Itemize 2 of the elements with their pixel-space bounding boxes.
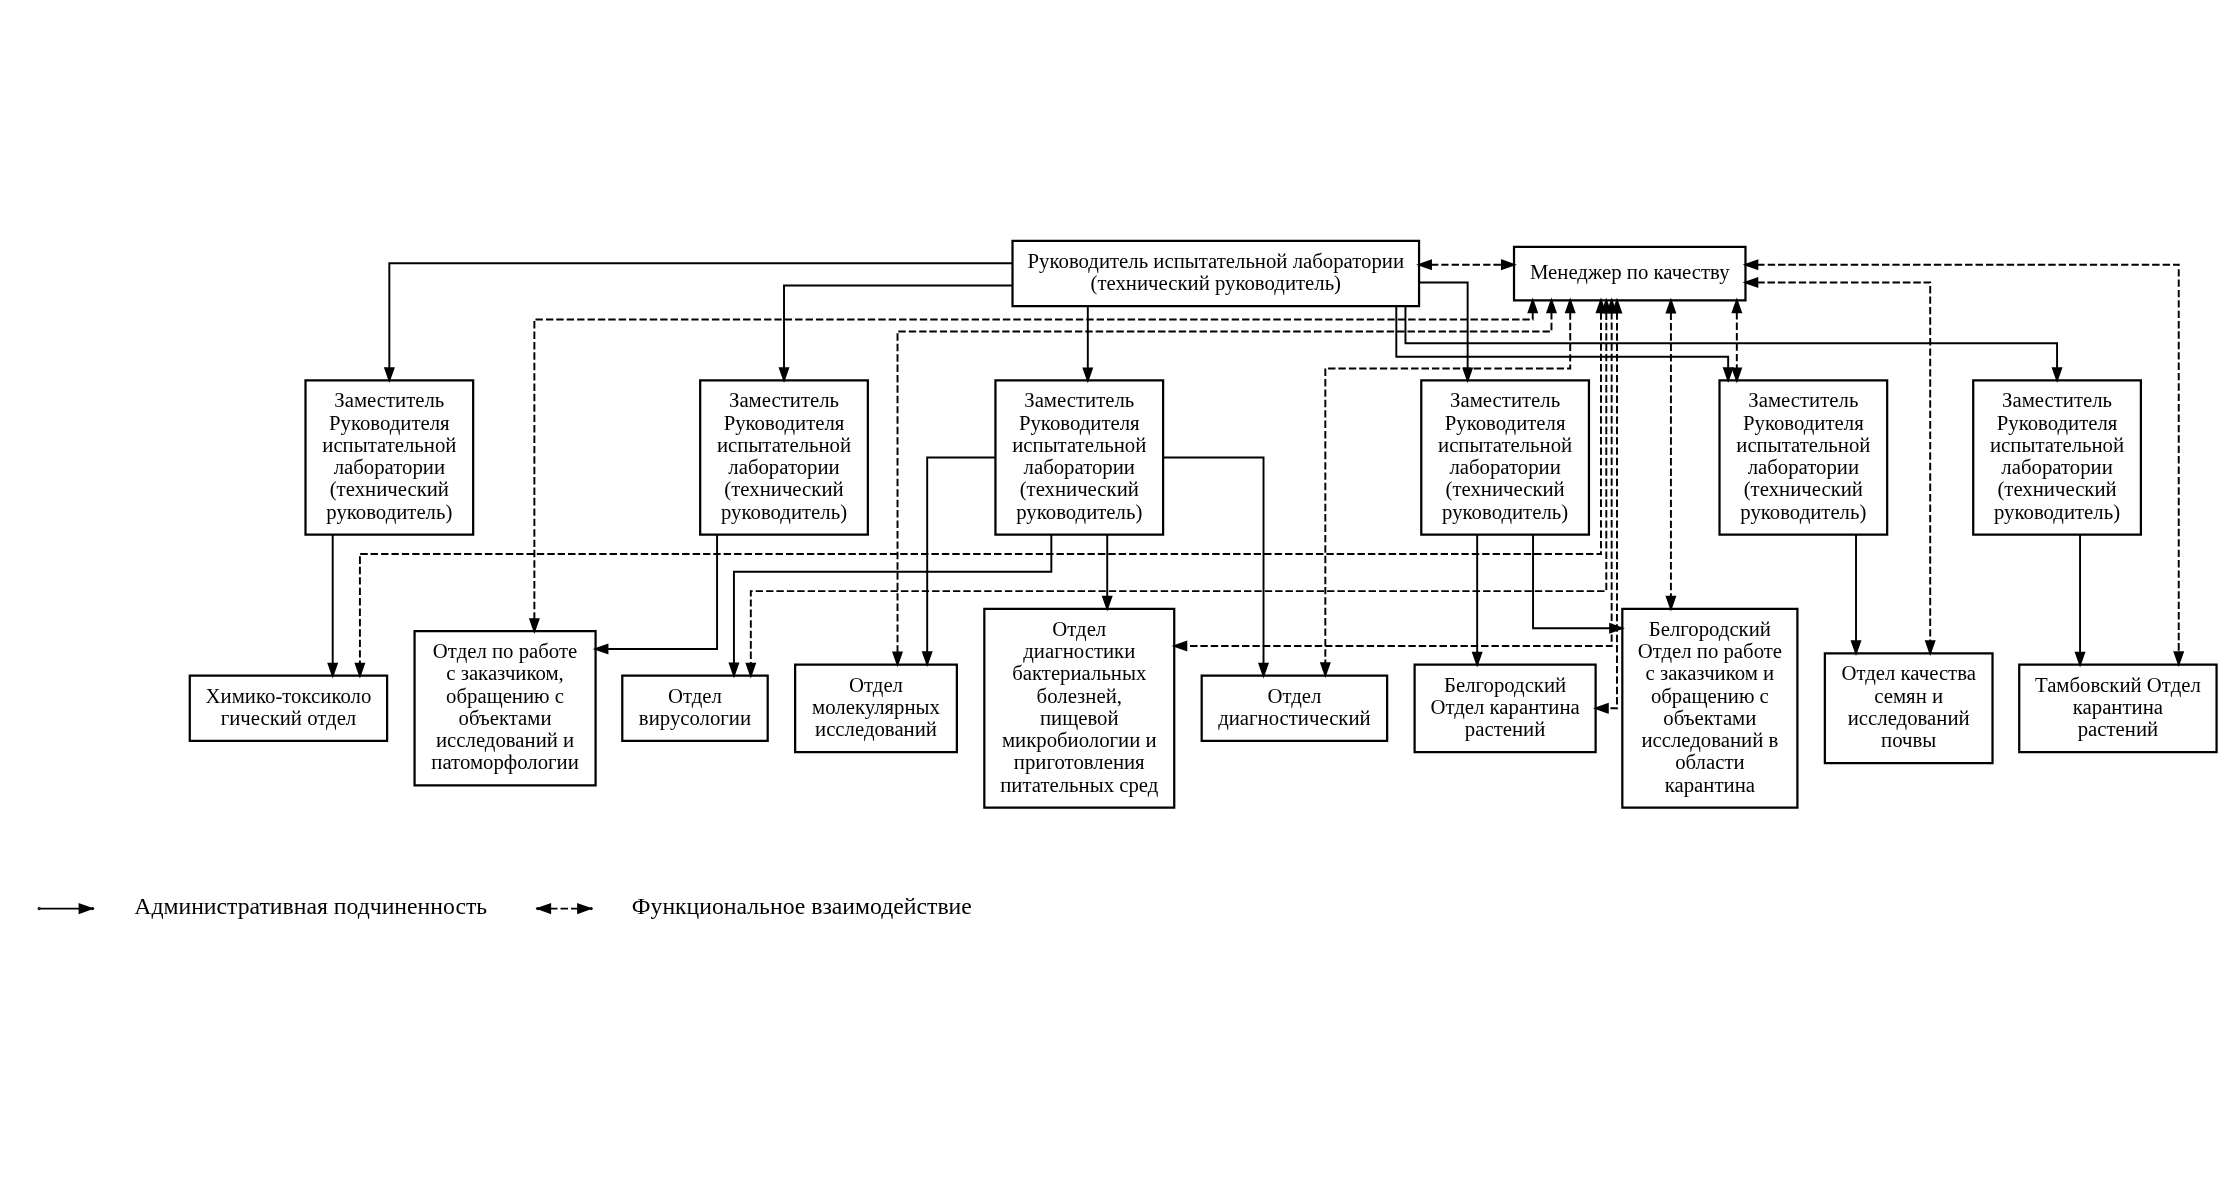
legend-label: Функциональное взаимодействие	[631, 893, 972, 920]
legend-label: Административная подчиненность	[134, 893, 488, 920]
